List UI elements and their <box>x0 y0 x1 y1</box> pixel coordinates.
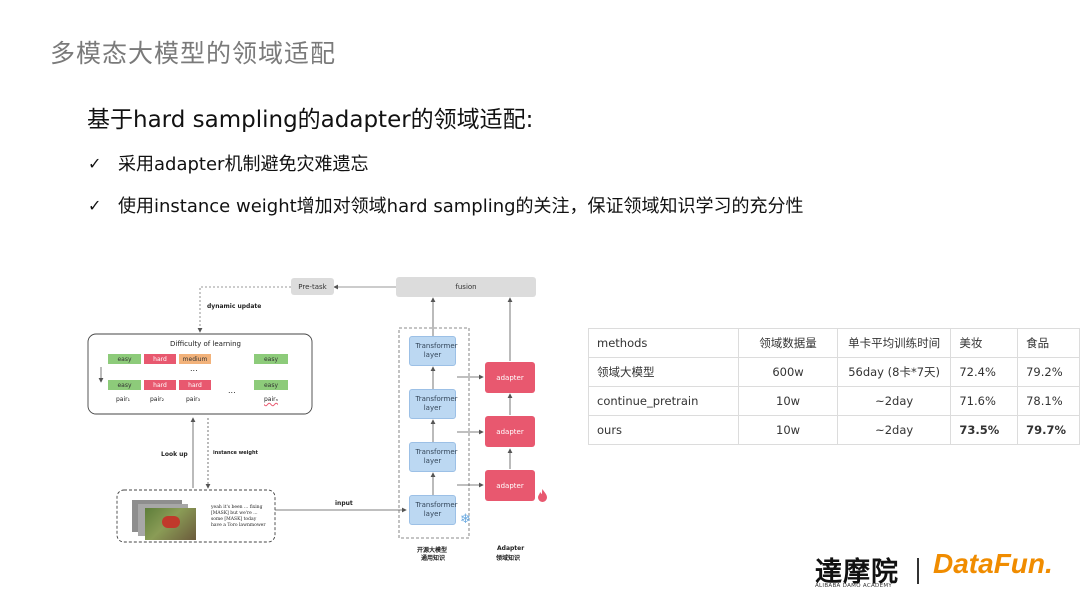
transformer-label: Transformer layer <box>415 501 458 518</box>
difficulty-cell: medium <box>179 354 211 364</box>
table-row: 领域大模型 600w 56day (8卡*7天) 72.4% 79.2% <box>587 357 1080 387</box>
table-header: 单卡平均训练时间 <box>836 328 952 358</box>
check-icon: ✓ <box>88 153 102 173</box>
slide-heading: 基于hard sampling的adapter的领域适配: <box>87 107 534 133</box>
difficulty-cell: easy <box>254 354 288 364</box>
difficulty-cell: easy <box>108 354 141 364</box>
difficulty-cell: hard <box>179 380 211 390</box>
table-header-row: methods 领域数据量 单卡平均训练时间 美妆 食品 <box>587 328 1080 358</box>
difficulty-box <box>87 333 313 415</box>
transformer-label: Transformer layer <box>415 395 458 412</box>
arrow-dynamic-update <box>197 286 291 333</box>
bullet-item: ✓ 使用instance weight增加对领域hard sampling的关注… <box>88 192 804 218</box>
table-cell: ours <box>587 415 740 445</box>
table-cell: 73.5% <box>950 415 1019 445</box>
datafun-logo: DataFun. <box>933 548 1053 579</box>
table-cell: continue_pretrain <box>587 386 740 416</box>
table-cell: 10w <box>738 386 838 416</box>
fusion-box: fusion <box>396 277 536 297</box>
bullet-text: 使用instance weight增加对领域hard sampling的关注，保… <box>118 196 804 217</box>
table-header: 领域数据量 <box>738 328 838 358</box>
table-cell: 78.1% <box>1017 386 1080 416</box>
transformer-label: Transformer layer <box>415 448 458 465</box>
table-header: methods <box>587 328 740 358</box>
adapter-box: adapter <box>485 416 535 447</box>
flame-icon <box>538 489 547 502</box>
lawnmower-photo <box>145 508 196 540</box>
difficulty-cell: hard <box>144 380 176 390</box>
transformer-label: Transformer layer <box>415 342 458 359</box>
results-table: methods 领域数据量 单卡平均训练时间 美妆 食品 领域大模型 600w … <box>587 328 1080 445</box>
difficulty-cell: easy <box>254 380 288 390</box>
difficulty-cell: hard <box>144 354 176 364</box>
table-cell: 71.6% <box>950 386 1019 416</box>
adapter-box: adapter <box>485 470 535 501</box>
pair-label: pair₃ <box>186 396 201 403</box>
ellipsis: ... <box>228 386 236 395</box>
dynamic-update-label: dynamic update <box>207 303 262 310</box>
caption-text: yeah it's been ... fixing [MASK] but we'… <box>211 505 266 528</box>
pair-label: pair₁ <box>116 396 131 403</box>
table-cell: 领域大模型 <box>587 357 740 387</box>
frozen-caption-2: 通用知识 <box>421 555 446 562</box>
table-cell: 79.7% <box>1017 415 1080 445</box>
pre-task-label: Pre-task <box>298 282 327 291</box>
table-cell: ~2day <box>836 415 952 445</box>
check-icon: ✓ <box>88 195 102 215</box>
difficulty-title: Difficulty of learning <box>170 340 241 348</box>
instance-weight-label: instance weight <box>213 450 258 456</box>
table-cell: ~2day <box>836 386 952 416</box>
transformer-layer: Transformer layer <box>409 442 458 472</box>
table-cell: 10w <box>738 415 838 445</box>
adapter-label: adapter <box>496 373 524 382</box>
adapter-label: adapter <box>496 481 524 490</box>
transformer-layer: Transformer layer <box>409 495 458 525</box>
pair-label: pair₂ <box>150 396 165 403</box>
transformer-layer: Transformer layer <box>409 336 458 366</box>
table-header: 美妆 <box>950 328 1019 358</box>
adapter-box: adapter <box>485 362 535 393</box>
lawnmower-shape <box>162 516 180 528</box>
frozen-caption-1: 开源大模型 <box>417 547 448 554</box>
ellipsis: ... <box>190 364 198 373</box>
table-row: ours 10w ~2day 73.5% 79.7% <box>587 415 1080 445</box>
transformer-layer: Transformer layer <box>409 389 458 419</box>
table-cell: 56day (8卡*7天) <box>836 357 952 387</box>
table-cell: 72.4% <box>950 357 1019 387</box>
difficulty-cell: easy <box>108 380 141 390</box>
pre-task-box: Pre-task <box>291 278 334 295</box>
pair-label: pairₙ <box>264 396 279 403</box>
table-row: continue_pretrain 10w ~2day 71.6% 78.1% <box>587 386 1080 416</box>
adapter-caption-2: 领域知识 <box>496 555 521 562</box>
adapter-caption-1: Adapter <box>497 545 525 552</box>
input-box <box>116 489 276 543</box>
table-cell: 600w <box>738 357 838 387</box>
table-cell: 79.2% <box>1017 357 1080 387</box>
page-title: 多模态大模型的领域适配 <box>50 39 337 68</box>
snowflake-icon: ❄ <box>460 512 471 527</box>
damo-logo-subtitle: ALIBABA DAMO ACADEMY <box>815 583 893 589</box>
fusion-label: fusion <box>455 283 477 291</box>
adapter-label: adapter <box>496 427 524 436</box>
look-up-label: Look up <box>161 451 188 458</box>
bullet-item: ✓ 采用adapter机制避免灾难遗忘 <box>88 150 368 176</box>
damo-logo: 達摩院 <box>815 557 899 588</box>
frozen-container <box>398 327 470 539</box>
table-header: 食品 <box>1017 328 1080 358</box>
input-label: input <box>335 500 353 507</box>
logo-divider <box>917 558 919 584</box>
bullet-text: 采用adapter机制避免灾难遗忘 <box>118 154 369 175</box>
